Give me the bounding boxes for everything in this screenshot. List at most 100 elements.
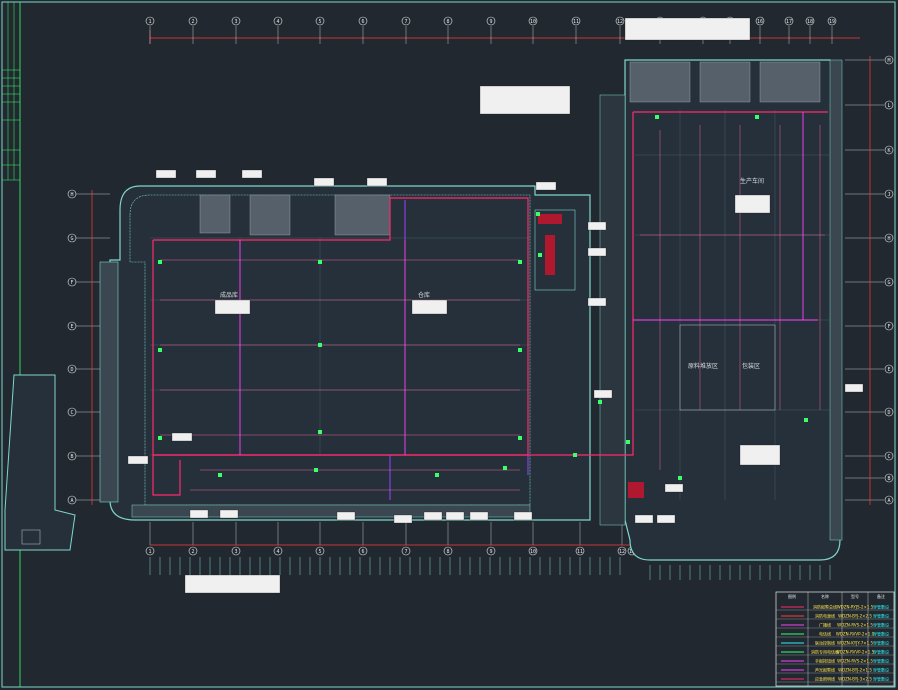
parking-stripes	[149, 557, 831, 580]
svg-text:11: 11	[577, 549, 583, 555]
grid-axis-left-D: D	[67, 364, 77, 374]
detector-marker	[678, 476, 682, 480]
purple-lines	[389, 200, 529, 500]
legend-note: 穿管敷设	[873, 676, 889, 682]
detector-marker	[218, 473, 222, 477]
legend-note: 穿管敷设	[873, 613, 889, 619]
svg-text:5: 5	[318, 549, 321, 555]
grid-axis-bottom-6: 6	[358, 546, 368, 556]
svg-text:6: 6	[361, 19, 364, 25]
detector-marker	[518, 260, 522, 264]
detector-marker	[804, 418, 808, 422]
svg-text:C: C	[887, 454, 890, 460]
svg-text:16: 16	[757, 19, 763, 25]
svg-text:19: 19	[829, 19, 835, 25]
svg-text:12: 12	[617, 19, 623, 25]
detector-marker	[318, 430, 322, 434]
west-annex	[4, 374, 76, 551]
detector-marker	[755, 115, 759, 119]
legend-note: 穿管敷设	[873, 667, 889, 673]
grid-axis-bottom-7: 7	[401, 546, 411, 556]
room-label-east-top: 生产车间	[740, 177, 764, 185]
legend-model: WDZN-RVS-2×1.5	[837, 623, 873, 628]
svg-text:12: 12	[619, 549, 625, 555]
broadcast-lines	[239, 112, 818, 455]
grid-axis-bottom-8: 8	[443, 546, 453, 556]
svg-text:K: K	[887, 148, 890, 154]
detector-marker	[655, 115, 659, 119]
grid-axis-top-5: 5	[315, 16, 325, 26]
room-label-east-mid-right: 包装区	[742, 362, 760, 370]
grid-axis-bottom-4: 4	[273, 546, 283, 556]
grid-axis-top-17: 17	[784, 16, 794, 26]
svg-text:10: 10	[530, 19, 536, 25]
grid-axis-top-7: 7	[401, 16, 411, 26]
grid-axis-bottom-2: 2	[188, 546, 198, 556]
legend-name: 广播线	[819, 622, 831, 628]
svg-text:3: 3	[234, 549, 237, 555]
grid-axis-left-F: F	[67, 277, 77, 287]
grid-axis-top-10: 10	[528, 16, 538, 26]
grid-axis-right-A: A	[884, 495, 894, 505]
svg-text:A: A	[70, 498, 73, 504]
grid-axis-right-B: B	[884, 473, 894, 483]
title-strip	[2, 2, 20, 181]
legend-model: WDZN-RVS-2×1.5	[837, 659, 873, 664]
grid-axis-top-8: 8	[443, 16, 453, 26]
grid-axis-left-B: B	[67, 451, 77, 461]
svg-text:D: D	[887, 410, 890, 416]
grid-axis-right-L: L	[884, 100, 894, 110]
svg-text:G: G	[887, 280, 890, 286]
svg-text:9: 9	[489, 19, 492, 25]
grid-axis-right-H: H	[884, 233, 894, 243]
svg-text:3: 3	[234, 19, 237, 25]
legend-note: 穿管敷设	[873, 640, 889, 646]
detector-marker	[518, 436, 522, 440]
svg-text:1: 1	[148, 19, 151, 25]
svg-text:B: B	[887, 476, 890, 482]
grid-axis-top-4: 4	[273, 16, 283, 26]
detector-marker	[318, 260, 322, 264]
legend-model: WDZN-RVVP-2×1.0	[836, 632, 875, 637]
grid-axis-left-G: G	[67, 233, 77, 243]
svg-text:10: 10	[530, 549, 536, 555]
grid-axis-bottom-10: 10	[528, 546, 538, 556]
detector-markers	[158, 115, 808, 480]
svg-text:7: 7	[404, 19, 407, 25]
room-label-east-mid-left: 原料堆放区	[688, 362, 718, 370]
grid-axis-top-12: 12	[615, 16, 625, 26]
svg-text:8: 8	[446, 19, 449, 25]
grid-axis-bottom-5: 5	[315, 546, 325, 556]
svg-text:11: 11	[573, 19, 579, 25]
grid-axis-bottom-9: 9	[486, 546, 496, 556]
legend-name: 应急照明线	[815, 676, 835, 682]
legend-name: 消防专用电话线	[811, 649, 839, 655]
grid-axis-top-2: 2	[188, 16, 198, 26]
svg-text:A: A	[887, 498, 890, 504]
legend-name: 消防报警总线	[813, 604, 837, 610]
legend-name: 联动控制线	[815, 640, 835, 646]
legend-name: 消防电源线	[815, 613, 835, 619]
detector-marker	[158, 348, 162, 352]
svg-text:D: D	[70, 367, 73, 373]
svg-text:F: F	[70, 280, 73, 286]
detector-marker	[158, 436, 162, 440]
svg-text:C: C	[70, 410, 73, 416]
detector-marker	[318, 343, 322, 347]
grid-axis-left-C: C	[67, 407, 77, 417]
svg-text:5: 5	[318, 19, 321, 25]
svg-text:8: 8	[446, 549, 449, 555]
svg-text:2: 2	[191, 19, 194, 25]
grid-axis-right-G: G	[884, 277, 894, 287]
svg-text:1: 1	[148, 549, 151, 555]
legend-note: 穿管敷设	[873, 604, 889, 610]
grid-axis-top-9: 9	[486, 16, 496, 26]
grid-axis-right-C: C	[884, 451, 894, 461]
grid-axis-right-K: K	[884, 145, 894, 155]
legend-header-cell: 图例	[788, 593, 796, 599]
legend-note: 穿管敷设	[873, 649, 889, 655]
